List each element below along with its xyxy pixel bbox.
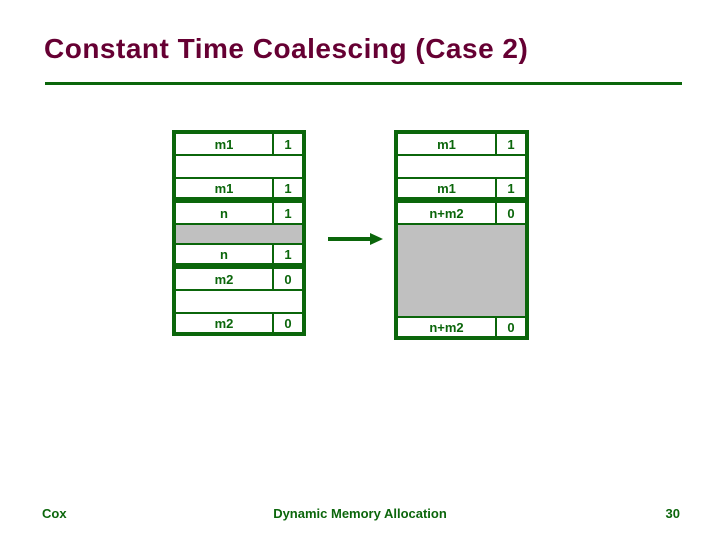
block-size-label: m1: [214, 180, 234, 196]
block-size-label: n: [220, 205, 228, 221]
block-header-row: m1 1: [176, 134, 302, 154]
allocated-bit: 0: [272, 314, 302, 332]
allocated-bit: 0: [495, 203, 525, 223]
allocated-bit: 1: [272, 203, 302, 223]
block-size-label: m1: [214, 136, 234, 152]
block-header-row: n+m2 0: [398, 203, 525, 223]
title-underline: [45, 82, 682, 85]
freed-payload-row: [176, 223, 302, 243]
block-header-row: n 1: [176, 203, 302, 223]
block-footer-row: n+m2 0: [398, 316, 525, 336]
heap-after-diagram: m1 1 m1 1 n+m2 0 n+m2 0: [394, 130, 529, 340]
block-footer-row: m2 0: [176, 312, 302, 332]
allocated-bit: 1: [272, 245, 302, 263]
arrow-right-icon: [326, 231, 384, 247]
block-header-row: m2 0: [176, 269, 302, 289]
allocated-bit: 0: [272, 269, 302, 289]
block-size-label: n+m2: [429, 205, 464, 221]
block-payload-row: [176, 289, 302, 312]
block-size-label: n+m2: [429, 319, 464, 335]
block-payload-row: [176, 154, 302, 177]
allocated-bit: 1: [495, 179, 525, 197]
allocated-bit: 1: [495, 134, 525, 154]
block-m1-after: m1 1 m1 1: [395, 131, 528, 200]
block-footer-row: n 1: [176, 243, 302, 263]
allocated-bit: 0: [495, 318, 525, 336]
block-m2-before: m2 0 m2 0: [173, 266, 305, 335]
block-m1-before: m1 1 m1 1: [173, 131, 305, 200]
block-n-before: n 1 n 1: [173, 200, 305, 266]
heap-before-diagram: m1 1 m1 1 n 1 n 1 m2 0 m2 0: [172, 130, 306, 336]
allocated-bit: 1: [272, 134, 302, 154]
block-size-label: m1: [437, 180, 456, 196]
block-size-label: n: [220, 246, 228, 262]
coalesced-free-payload-row: [398, 223, 525, 316]
footer-author: Cox: [42, 506, 67, 521]
page-title: Constant Time Coalescing (Case 2): [44, 33, 529, 64]
block-n-plus-m2-after: n+m2 0 n+m2 0: [395, 200, 528, 339]
block-footer-row: m1 1: [176, 177, 302, 197]
block-size-label: m2: [214, 315, 234, 331]
footer-page-number: 30: [665, 506, 680, 521]
footer-title: Dynamic Memory Allocation: [273, 506, 447, 521]
block-header-row: m1 1: [398, 134, 525, 154]
block-size-label: m1: [437, 136, 456, 152]
block-payload-row: [398, 154, 525, 177]
block-size-label: m2: [214, 271, 234, 287]
allocated-bit: 1: [272, 179, 302, 197]
block-footer-row: m1 1: [398, 177, 525, 197]
